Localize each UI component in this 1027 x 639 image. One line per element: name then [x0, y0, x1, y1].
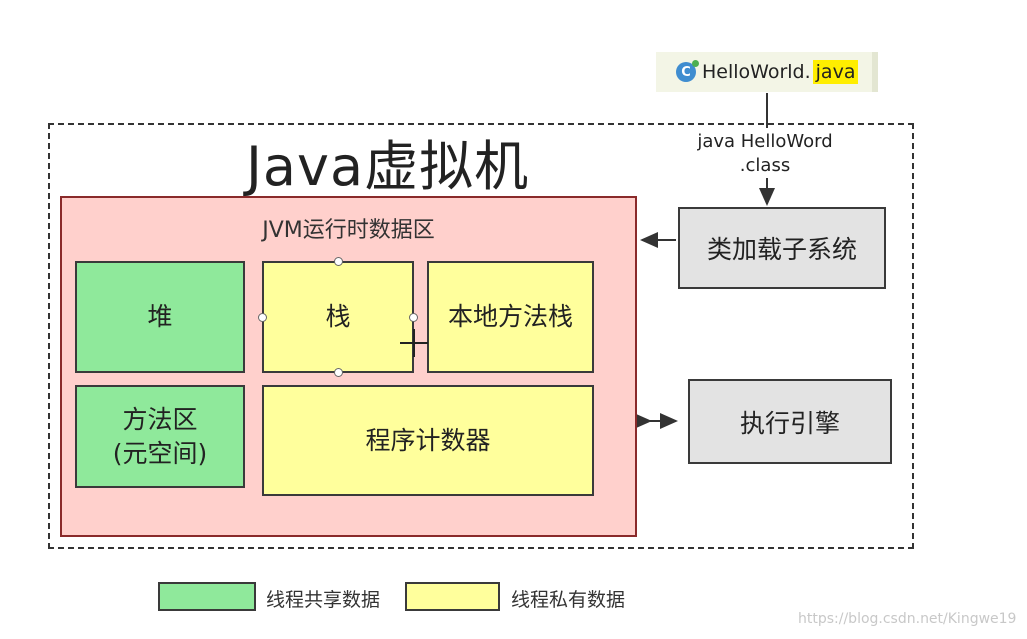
method-area-label: 方法区	[122, 404, 198, 434]
execution-engine-label: 执行引擎	[739, 408, 840, 438]
jvm-title: Java虚拟机	[246, 135, 530, 198]
c-icon: C	[676, 60, 699, 82]
metaspace-label: (元空间)	[112, 438, 208, 468]
method-area-block[interactable]: 方法区 (元空间)	[75, 385, 245, 488]
compile-command-line1: java HelloWord	[697, 131, 833, 152]
source-file-name: HelloWorld.	[702, 61, 811, 83]
pc-register-block[interactable]: 程序计数器	[262, 385, 594, 496]
stack-block[interactable]: 栈	[262, 261, 414, 373]
source-file-chip: C HelloWorld. java	[656, 52, 878, 92]
native-method-stack-label: 本地方法栈	[447, 302, 573, 331]
execution-engine[interactable]: 执行引擎	[688, 379, 892, 464]
resize-handle-right[interactable]	[409, 313, 418, 322]
compile-command-line2: .class	[739, 155, 791, 176]
compile-command: java HelloWord .class	[680, 130, 850, 178]
legend-private-swatch	[405, 582, 500, 611]
resize-handle-left[interactable]	[258, 313, 267, 322]
move-cursor-icon	[400, 329, 428, 357]
native-method-stack-block[interactable]: 本地方法栈	[427, 261, 594, 373]
pc-register-label: 程序计数器	[365, 425, 491, 455]
heap-block[interactable]: 堆	[75, 261, 245, 373]
runtime-data-area-title: JVM运行时数据区	[262, 218, 435, 243]
watermark: https://blog.csdn.net/Kingwe19	[798, 611, 1017, 627]
resize-handle-top[interactable]	[334, 257, 343, 266]
jvm-frame	[48, 123, 914, 549]
class-loader-label: 类加载子系统	[706, 235, 857, 264]
stack-label: 栈	[325, 302, 351, 331]
source-file-extension: java	[812, 60, 859, 84]
heap-label: 堆	[147, 302, 173, 331]
legend-private-label: 线程私有数据	[511, 589, 626, 611]
legend-shared-swatch	[158, 582, 256, 611]
class-loader-subsystem[interactable]: 类加载子系统	[678, 207, 886, 289]
resize-handle-bottom[interactable]	[334, 368, 343, 377]
legend-shared-label: 线程共享数据	[266, 589, 381, 611]
